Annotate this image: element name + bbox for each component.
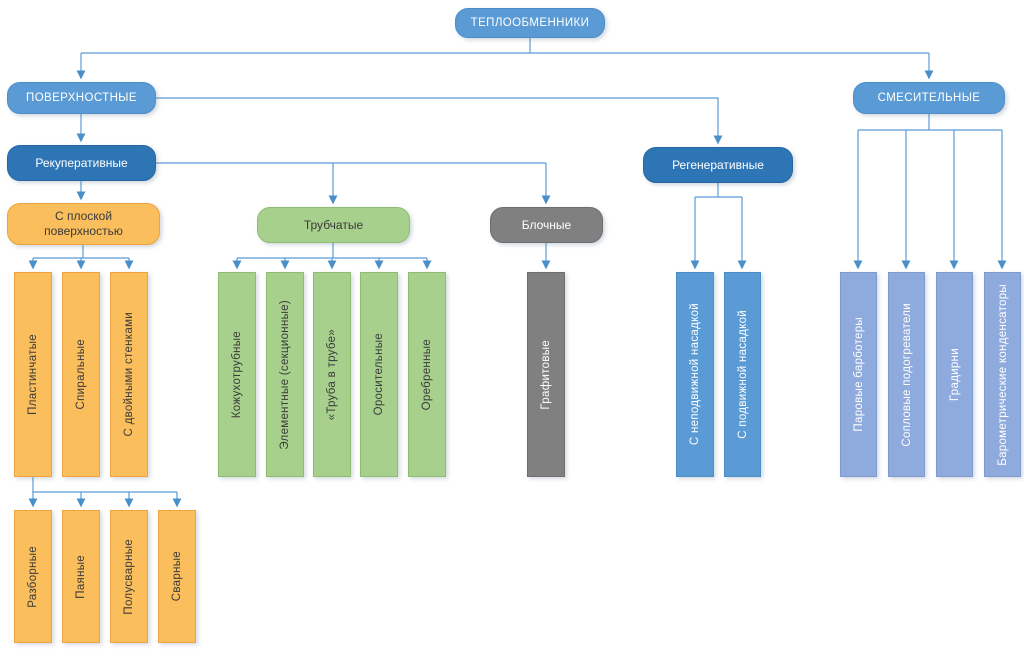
bar-collapsible: Разборные [14, 510, 52, 643]
node-label: Рекуперативные [35, 155, 128, 170]
bar-irrigation: Оросительные [360, 272, 398, 477]
bar-semi-welded: Полусварные [110, 510, 148, 643]
bar-label: Элементные (секционные) [279, 299, 291, 450]
bar-brazed: Паяные [62, 510, 100, 643]
bar-barometric-condensers: Барометрические конденсаторы [984, 272, 1021, 477]
node-label: СМЕСИТЕЛЬНЫЕ [877, 91, 981, 104]
bar-label: С неподвижной насадкой [689, 303, 701, 446]
bar-label: «Труба в трубе» [326, 328, 338, 421]
bar-label: Барометрические конденсаторы [996, 283, 1009, 466]
bar-label: Градирни [948, 347, 961, 402]
bar-double-wall: С двойными стенками [110, 272, 148, 477]
bar-label: Полусварные [123, 538, 135, 615]
bar-welded: Сварные [158, 510, 196, 643]
bar-plate: Пластинчатые [14, 272, 52, 477]
bar-tube-in-tube: «Труба в трубе» [313, 272, 351, 477]
bar-label: Оребренные [421, 338, 433, 411]
node-flat-surface: С плоской поверхностью [7, 203, 160, 245]
node-recuperative: Рекуперативные [7, 145, 156, 181]
bar-cooling-towers: Градирни [936, 272, 973, 477]
bar-label: Графитовые [540, 339, 552, 410]
bar-label: Паяные [75, 554, 87, 599]
node-heat-exchangers: ТЕПЛООБМЕННИКИ [455, 8, 605, 38]
bar-label: Пластинчатые [27, 334, 39, 415]
bar-fixed-packing: С неподвижной насадкой [676, 272, 714, 477]
node-mixing: СМЕСИТЕЛЬНЫЕ [853, 82, 1005, 114]
node-label: Трубчатые [303, 217, 364, 232]
bar-label: Разборные [27, 545, 39, 608]
bar-label: С подвижной насадкой [736, 310, 749, 439]
bar-label: Оросительные [373, 333, 385, 416]
node-label: С плоской поверхностью [44, 209, 123, 238]
node-label: ПОВЕРХНОСТНЫЕ [26, 91, 137, 104]
bar-label: Сварные [171, 551, 183, 602]
bar-label: Паровые барботеры [852, 317, 865, 432]
node-regenerative: Регенеративные [643, 147, 793, 183]
node-label: Блочные [521, 217, 572, 232]
node-tubular: Трубчатые [257, 207, 410, 243]
bar-label: Сопловые подогреватели [900, 302, 913, 447]
bar-movable-packing: С подвижной насадкой [724, 272, 761, 477]
node-block: Блочные [490, 207, 603, 243]
bar-shell-tube: Кожухотрубные [218, 272, 256, 477]
bar-nozzle-heaters: Сопловые подогреватели [888, 272, 925, 477]
bar-label: С двойными стенками [123, 312, 135, 437]
bar-finned: Оребренные [408, 272, 446, 477]
bar-element-sectional: Элементные (секционные) [266, 272, 304, 477]
bar-spiral: Спиральные [62, 272, 100, 477]
bar-label: Кожухотрубные [231, 330, 243, 419]
bar-label: Спиральные [75, 339, 87, 410]
node-label: ТЕПЛООБМЕННИКИ [470, 16, 590, 29]
bar-steam-bubblers: Паровые барботеры [840, 272, 877, 477]
node-surface: ПОВЕРХНОСТНЫЕ [7, 82, 156, 114]
node-label: Регенеративные [672, 157, 764, 172]
bar-graphite: Графитовые [527, 272, 565, 477]
